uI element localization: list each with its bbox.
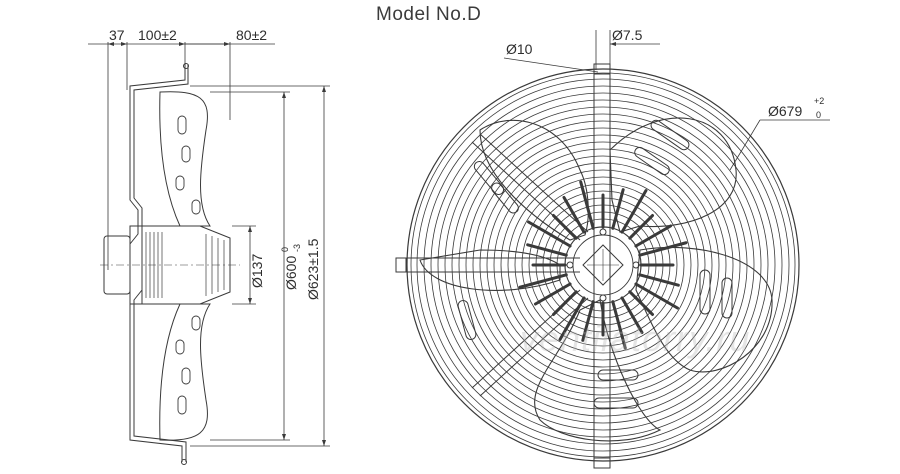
hub-fin: [634, 224, 673, 248]
guard-ring: [451, 113, 755, 417]
guard-ring: [472, 134, 734, 396]
hub-fin: [620, 296, 644, 335]
hub-fin: [611, 300, 627, 350]
hub-fin: [552, 290, 578, 316]
hub-fin: [526, 243, 568, 257]
side-view: [88, 42, 330, 465]
hub-fin: [628, 290, 654, 316]
hub-fin: [634, 282, 679, 310]
guard-ring: [493, 155, 713, 375]
guard-ring: [528, 190, 678, 340]
guard-ring: [416, 78, 790, 452]
guard-ring: [465, 127, 741, 403]
dim-80-label: 80±2: [236, 27, 267, 43]
dim-7-5-label: Ø7.5: [612, 27, 643, 43]
model-title: Model No.D: [376, 4, 482, 25]
front-view: [395, 30, 830, 469]
dim-600-upper-tol: 0: [280, 247, 290, 252]
hub-fin: [558, 296, 586, 341]
hub-fin: [527, 220, 572, 248]
dim-679-label: Ø679: [768, 103, 802, 119]
guard-ring: [430, 92, 776, 438]
hub-fin: [579, 180, 595, 230]
guard-ring: [479, 141, 727, 389]
dim-10-label: Ø10: [506, 41, 533, 57]
watermark-text: ventilatorry.ru: [520, 318, 751, 359]
hub-fin: [552, 214, 578, 240]
dim-37-label: 37: [109, 27, 125, 43]
guard-ring: [514, 176, 692, 354]
dim-600-lower-tol: -3: [292, 244, 302, 252]
guard-ring: [444, 106, 762, 424]
hub-fin: [638, 241, 688, 257]
hub-fin: [611, 188, 625, 230]
hub-fin: [628, 214, 654, 240]
guard-ring: [486, 148, 720, 382]
dim-137-label: Ø137: [249, 254, 265, 288]
hub-fin: [518, 273, 568, 289]
hub-fin: [620, 189, 648, 234]
guard-ring: [500, 162, 706, 368]
guard-ring: [423, 85, 783, 445]
dim-100-label: 100±2: [138, 27, 177, 43]
dim-600-label: Ø600: [283, 256, 299, 290]
hub-fin: [533, 282, 572, 306]
hub-fin: [638, 273, 680, 287]
dim-623-label: Ø623±1.5: [305, 238, 321, 300]
guard-ring: [437, 99, 769, 431]
dim-679-lower-tol: 0: [816, 110, 821, 120]
guard-ring: [521, 183, 685, 347]
guard-ring: [507, 169, 699, 361]
dim-679-upper-tol: +2: [814, 96, 824, 106]
hub-fin: [581, 300, 595, 342]
hub-fin: [562, 195, 586, 234]
